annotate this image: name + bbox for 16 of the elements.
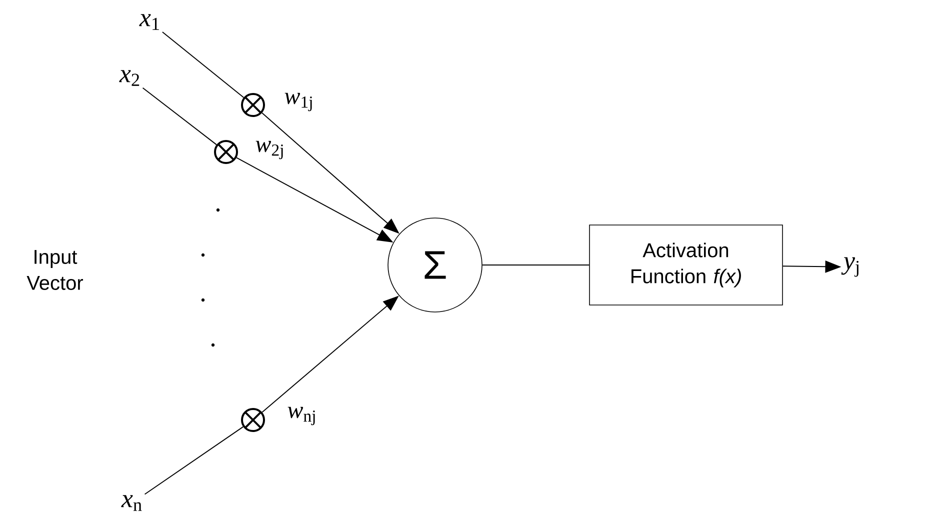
connector-line — [482, 264, 590, 266]
weight-label: w$_{1j}$ — [284, 92, 312, 112]
connector-line — [162, 32, 244, 98]
variable-label: x$_{2}$ — [119, 70, 140, 86]
weight-label: w$_{2j}$ — [256, 140, 283, 160]
multiplier-symbol — [214, 140, 238, 164]
multiplier-symbol — [241, 93, 265, 117]
weight-label: w$_{nj}$ — [288, 406, 315, 426]
multiplier-symbol — [241, 408, 265, 432]
variable-label: x$_{1}$ — [139, 14, 159, 30]
connector-line — [142, 87, 217, 146]
variable-label: x$_{n}$ — [121, 495, 142, 511]
connector-line — [144, 426, 244, 495]
variable-label: y$_{j}$ — [841, 257, 858, 277]
process-box: Activation Function f(x) — [589, 224, 783, 306]
input-label: Input Vector — [26, 250, 84, 290]
